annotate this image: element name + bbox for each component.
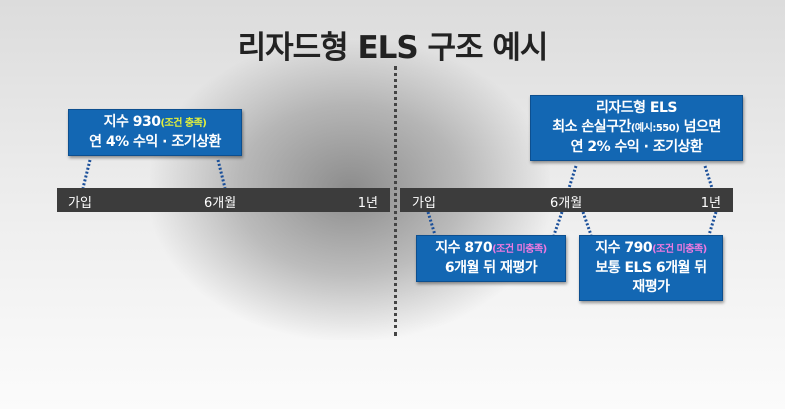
left-condition-box: 지수 930(조건 충족) 연 4% 수익 · 조기상환 (68, 109, 242, 156)
result-text: 6개월 뒤 재평가 (444, 260, 538, 276)
center-divider (394, 66, 397, 336)
index-value: 지수 870 (435, 240, 493, 256)
timeline-end: 1년 (357, 196, 378, 211)
result-text: 연 4% 수익 · 조기상환 (89, 134, 221, 150)
index-value: 지수 790 (595, 240, 653, 256)
result-text: 보통 ELS 6개월 뒤 (595, 260, 707, 276)
example-note: (예시:550) (630, 123, 680, 134)
connector (707, 211, 718, 236)
condition-unmet-note: (조건 미충족) (652, 244, 707, 255)
right-top-box: 리자드형 ELS 최소 손실구간(예시:550) 넘으면 연 2% 수익 · 조… (530, 95, 743, 161)
product-name: 리자드형 ELS (596, 100, 677, 116)
right-bottom-right-box: 지수 790(조건 미충족) 보통 ELS 6개월 뒤 재평가 (579, 235, 723, 301)
connector (581, 211, 593, 236)
condition-unmet-note: (조건 미충족) (492, 244, 547, 255)
timeline-end: 1년 (700, 196, 721, 211)
connector (426, 211, 437, 236)
timeline-start: 가입 (68, 196, 92, 211)
connector (552, 211, 564, 236)
timeline-bar-left: 가입 6개월 1년 (57, 188, 390, 212)
connector (703, 165, 714, 189)
connector (216, 159, 227, 189)
timeline-mid: 6개월 (550, 196, 583, 211)
timeline-start: 가입 (412, 196, 436, 211)
connector (567, 165, 578, 189)
page-title: 리자드형 ELS 구조 예시 (237, 30, 549, 66)
min-loss-label: 최소 손실구간 (552, 119, 631, 135)
timeline-bar-right: 가입 6개월 1년 (400, 188, 733, 212)
condition-met-note: (조건 충족) (160, 118, 207, 129)
result-text-cont: 재평가 (632, 279, 670, 295)
result-text: 연 2% 수익 · 조기상환 (570, 139, 703, 155)
index-value: 지수 930 (103, 114, 161, 130)
timeline-mid: 6개월 (204, 196, 237, 211)
exceed-text: 넘으면 (679, 119, 722, 135)
connector (81, 159, 92, 189)
right-bottom-left-box: 지수 870(조건 미충족) 6개월 뒤 재평가 (416, 235, 566, 282)
